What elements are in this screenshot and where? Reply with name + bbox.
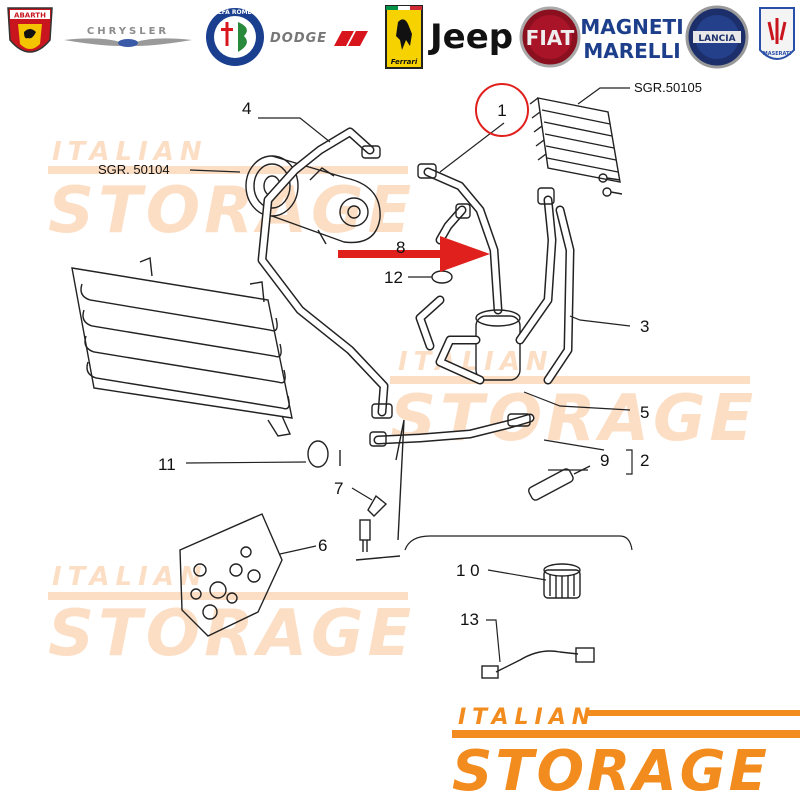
magneti-marelli-logo-line2: MARELLI xyxy=(583,39,680,63)
hose-1 xyxy=(417,163,503,315)
watermark-top-line1: ITALIAN xyxy=(52,137,208,167)
fiat-logo: FIAT xyxy=(519,6,581,68)
condenser-drawing xyxy=(71,257,293,437)
sensor-9 xyxy=(527,465,591,501)
fiat-logo-text: FIAT xyxy=(526,26,575,50)
lancia-logo: LANCIA xyxy=(685,5,749,69)
callout-6: 6 xyxy=(318,536,327,555)
chrysler-logo: CHRYSLER xyxy=(64,26,192,47)
magneti-marelli-logo: MAGNETI MARELLI xyxy=(580,15,683,63)
jeep-logo-text: Jeep xyxy=(428,17,513,57)
dodge-logo: DODGE xyxy=(270,31,368,46)
service-cap-10 xyxy=(543,563,581,599)
callout-1: 1 xyxy=(497,101,506,120)
callout-11: 11 xyxy=(158,455,176,474)
watermark-top-line2: STORAGE xyxy=(48,174,415,248)
receiver-drier xyxy=(415,295,521,385)
maserati-logo: MASERATI xyxy=(759,7,795,60)
highlight-arrow xyxy=(338,236,490,272)
italian-storage-logo-line2: STORAGE xyxy=(452,739,770,800)
watermark-middle-line2: STORAGE xyxy=(390,382,757,456)
callout-9: 9 xyxy=(600,451,609,470)
o-ring-11 xyxy=(307,440,329,468)
highlight-circle xyxy=(475,83,529,137)
ferrari-logo: Ferrari xyxy=(385,5,423,69)
watermark-middle: ITALIAN STORAGE xyxy=(390,347,757,456)
alfa-romeo-logo-text: ALFA ROMEO xyxy=(213,9,257,16)
ref-compressor: SGR. 50104 xyxy=(98,162,170,177)
maserati-logo-text: MASERATI xyxy=(763,51,792,57)
ferrari-logo-text: Ferrari xyxy=(391,58,418,66)
abarth-logo: ABARTH xyxy=(7,7,53,53)
callout-3: 3 xyxy=(640,317,649,336)
hose-3 xyxy=(515,187,575,385)
wiring-harness-13 xyxy=(481,647,595,679)
group-bracket xyxy=(404,535,633,551)
hose-4 xyxy=(257,127,393,419)
callout-2: 2 xyxy=(640,451,649,470)
jeep-logo: Jeep xyxy=(428,17,513,57)
fitting-8 xyxy=(435,203,471,245)
alfa-romeo-logo: ALFA ROMEO xyxy=(206,8,264,66)
watermark-bottom: ITALIAN STORAGE xyxy=(48,562,415,671)
lancia-logo-text: LANCIA xyxy=(698,34,735,44)
callout-12: 12 xyxy=(384,268,403,287)
callout-10: 1 0 xyxy=(456,561,480,580)
brand-logo-row: ABARTH CHRYSLER ALFA ROMEO DODGE xyxy=(7,5,795,69)
dodge-logo-text: DODGE xyxy=(270,31,327,46)
callout-8: 8 xyxy=(396,238,405,257)
ref-evaporator: SGR.50105 xyxy=(634,80,702,95)
watermark-top: ITALIAN STORAGE xyxy=(48,137,415,248)
pressure-switch-7 xyxy=(339,419,405,561)
o-ring-12 xyxy=(431,270,453,284)
gasket-kit-6 xyxy=(179,513,283,637)
callout-13: 13 xyxy=(460,610,479,629)
callout-4: 4 xyxy=(242,99,251,118)
watermark-bottom-line1: ITALIAN xyxy=(52,562,208,592)
hose-2 xyxy=(369,413,535,447)
callout-7: 7 xyxy=(334,479,343,498)
abarth-logo-text: ABARTH xyxy=(14,12,46,20)
watermark-bottom-line2: STORAGE xyxy=(48,597,415,671)
callout-5: 5 xyxy=(640,403,649,422)
chrysler-logo-text: CHRYSLER xyxy=(87,26,169,37)
magneti-marelli-logo-line1: MAGNETI xyxy=(580,15,683,39)
italian-storage-logo: ITALIAN STORAGE xyxy=(452,705,800,800)
leader-lines xyxy=(185,87,633,663)
italian-storage-logo-line1: ITALIAN xyxy=(458,705,596,730)
evaporator-drawing xyxy=(529,97,623,197)
